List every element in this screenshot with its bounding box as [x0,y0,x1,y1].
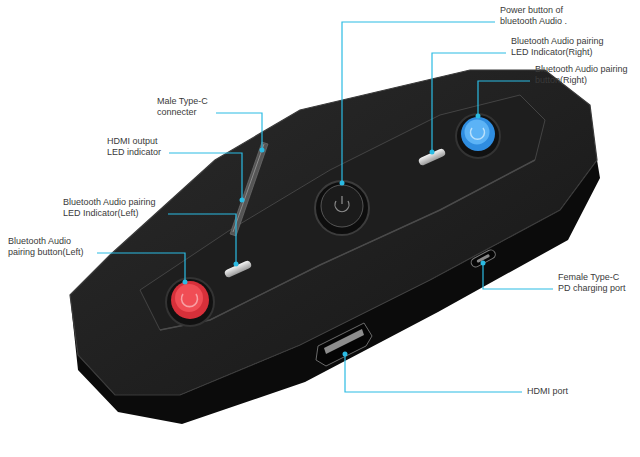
led-indicator-right [418,148,447,167]
callout-label: HDMI port [527,386,607,397]
housing-top [70,70,597,395]
leader-line [478,81,530,116]
panel-edge [160,160,535,330]
leader-dot [481,261,486,266]
callout-label: HDMI output LED indicator [107,136,167,158]
pairing-button-left [166,278,214,326]
pairing-icon-right [471,128,485,139]
hdmi-port-inner [324,329,364,354]
leader-line [345,354,522,392]
leader-line [342,22,495,183]
pairing-button-right-cap [461,117,495,151]
leader-dot [430,150,435,155]
power-button [321,185,363,227]
leader-dot [343,352,348,357]
leader-dot [183,280,188,285]
leader-line [97,253,185,282]
leader-line [432,53,506,152]
led-indicator-left [224,260,253,279]
pairing-button-left-cap [171,281,209,319]
power-icon-bar [341,196,342,204]
power-button-ring [315,181,369,235]
callout-label: Bluetooth Audio pairing LED Indicator(Ri… [511,36,613,58]
leader-lines [97,22,553,392]
hdmi-port [316,323,372,366]
leader-dot [260,148,265,153]
callout-label: Bluetooth Audio pairing LED Indicator(Le… [63,197,165,219]
callout-label: Bluetooth Audio pairing button(Left) [8,236,95,258]
callout-label: Male Type-C connecter [157,96,213,118]
leader-dots [183,114,486,357]
callout-label: Power button of bluetooth Audio . [500,5,582,27]
leader-line [169,153,242,200]
pairing-icon-left [182,294,198,307]
leader-dot [476,114,481,119]
leader-line [168,214,236,264]
pairing-button-right-top [465,120,490,145]
callout-label: Bluetooth Audio pairing button(Right) [535,64,628,86]
leader-dot [340,181,345,186]
leader-dot [234,262,239,267]
callout-label: Female Type-C PD charging port [558,272,634,294]
slot-highlight [233,144,264,232]
pairing-button-left-top [175,284,203,312]
leader-dot [240,198,245,203]
leader-line [216,113,262,150]
leader-line [483,263,553,289]
pairing-button-right [456,114,500,158]
